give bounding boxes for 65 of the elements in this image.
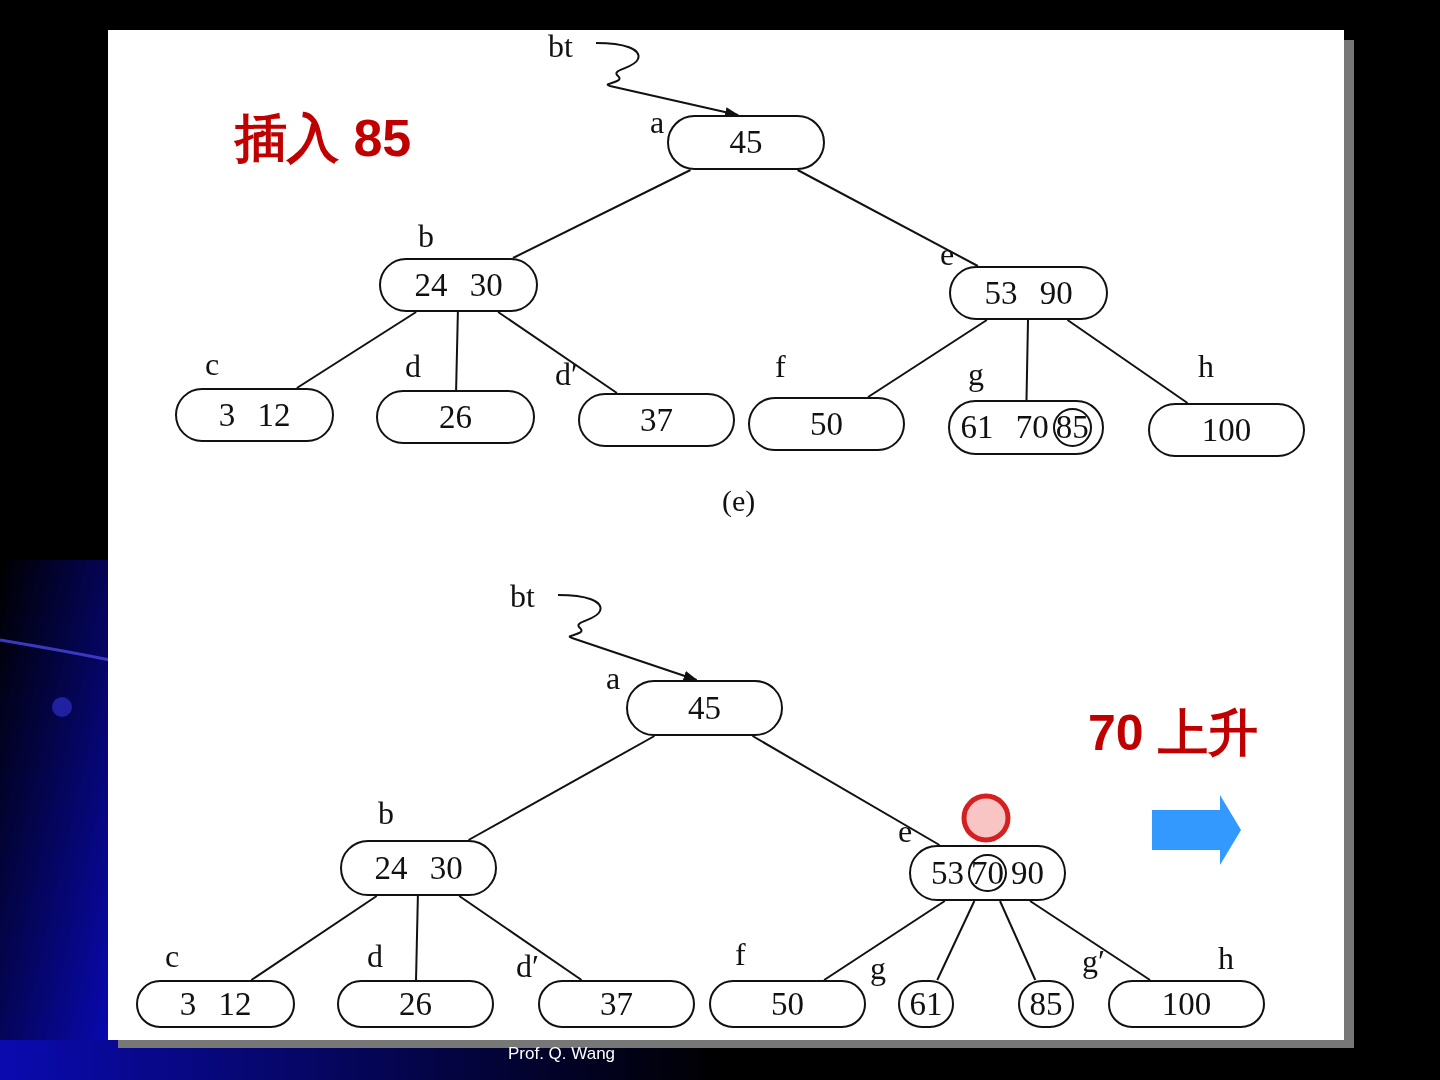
annotation-text: 70 上升 — [1088, 708, 1258, 758]
tree-node: 45 — [667, 115, 825, 170]
node-letter: f — [775, 350, 786, 382]
tree-node: 24 30 — [340, 840, 497, 896]
node-letter: f — [735, 938, 746, 970]
key-value: 61 70 — [960, 410, 1049, 445]
tree-node: 26 — [376, 390, 535, 444]
tree-edge — [867, 319, 988, 398]
tree-edge — [511, 169, 692, 259]
node-letter: c — [205, 348, 220, 380]
pointer-label: bt — [548, 30, 573, 62]
tree-node: 45 — [626, 680, 783, 736]
tree-edge — [1029, 900, 1152, 981]
node-letter: h — [1198, 350, 1214, 382]
tree-edge — [1066, 319, 1189, 404]
node-letter: d — [405, 350, 421, 382]
tree-edge — [796, 169, 979, 267]
circled-key: 85 — [1052, 408, 1092, 447]
annotation-text: 插入 85 — [235, 112, 412, 164]
node-letter: c — [165, 940, 180, 972]
node-letter: d′ — [516, 950, 539, 982]
tree-edge — [467, 735, 656, 841]
tree-node: 37 — [538, 980, 695, 1028]
tree-node — [909, 845, 1066, 901]
tree-edge — [751, 735, 941, 846]
circled-key: 70 — [968, 853, 1007, 893]
footer-text: Prof. Q. Wang — [508, 1045, 616, 1062]
tree-node: 50 — [748, 397, 905, 451]
tree-edge — [250, 895, 378, 981]
tree-node — [948, 400, 1104, 455]
tree-edge — [295, 311, 418, 389]
tree-edge — [1025, 319, 1029, 401]
figure-caption: (e) — [722, 486, 756, 516]
tree-edge — [999, 900, 1037, 981]
tree-node: 26 — [337, 980, 494, 1028]
tree-node: 3 12 — [136, 980, 295, 1028]
tree-node: 24 30 — [379, 258, 538, 312]
tree-node: 50 — [709, 980, 866, 1028]
key-value: 90 — [1011, 855, 1044, 891]
tree-edge — [455, 311, 459, 391]
tree-edge — [823, 900, 946, 981]
tree-node: 3 12 — [175, 388, 334, 442]
node-letter: g — [870, 952, 886, 984]
pointer-arrow — [557, 594, 698, 681]
tree-edge — [936, 900, 976, 981]
tree-node: 100 — [1148, 403, 1305, 457]
pointer-label: bt — [510, 580, 535, 612]
node-letter: d′ — [555, 358, 578, 390]
tree-edge — [458, 895, 583, 981]
node-letter: a — [650, 106, 665, 138]
pointer-arrow — [595, 42, 740, 117]
node-letter: g — [968, 358, 984, 390]
node-letter: d — [367, 940, 383, 972]
key-value: 53 — [931, 855, 964, 891]
node-letter: b — [418, 220, 434, 252]
node-letter: g′ — [1082, 945, 1105, 977]
node-letter: b — [378, 797, 394, 829]
node-letter: h — [1218, 942, 1234, 974]
tree-edge — [415, 895, 419, 981]
tree-edge — [497, 311, 618, 394]
tree-node: 53 90 — [949, 266, 1108, 320]
tree-node: 37 — [578, 393, 735, 447]
tree-node: 100 — [1108, 980, 1265, 1028]
node-letter: e — [898, 815, 913, 847]
node-letter: a — [606, 662, 621, 694]
